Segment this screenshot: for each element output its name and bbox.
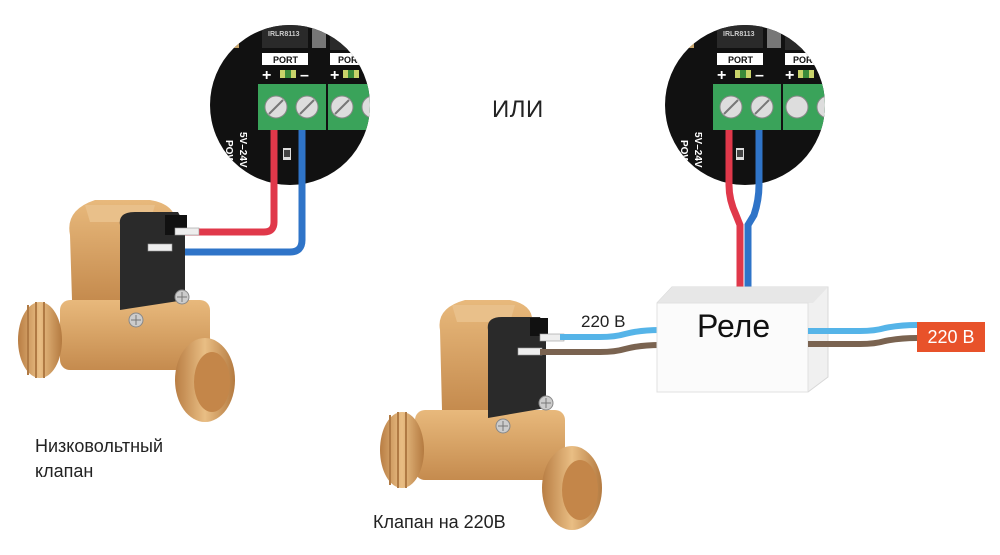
plus-sign: + bbox=[262, 67, 271, 84]
wire-red-right bbox=[725, 130, 744, 295]
mosfet-chip bbox=[717, 25, 763, 48]
or-label: ИЛИ bbox=[492, 96, 544, 123]
mosfet-chip bbox=[262, 25, 308, 48]
valve-coil bbox=[119, 212, 185, 310]
controller-board-left: IRLR8113 PORT PORT + – + bbox=[210, 25, 370, 185]
port-label-2: PORT bbox=[338, 55, 364, 65]
power-label: 5V–24V bbox=[237, 132, 248, 168]
power-label: 5V–24V bbox=[692, 132, 703, 168]
terminal-screw bbox=[750, 95, 774, 119]
wire-220-brown bbox=[540, 342, 661, 355]
wire-blue-right bbox=[744, 130, 763, 295]
port-label-bg bbox=[262, 53, 308, 65]
port-label-2: PORT bbox=[793, 55, 819, 65]
low-voltage-valve-caption: Низковольтный клапан bbox=[35, 434, 205, 484]
mains-220-text: 220 В bbox=[927, 326, 975, 347]
plus-sign-2: + bbox=[785, 67, 794, 84]
valve-220v bbox=[380, 300, 602, 530]
plus-sign: + bbox=[717, 67, 726, 84]
valve-220-caption: Клапан на 220В bbox=[373, 512, 506, 532]
port-label: PORT bbox=[273, 55, 299, 65]
chip-label: IRLR8113 bbox=[723, 31, 755, 38]
mosfet-chip-2 bbox=[330, 25, 370, 50]
minus-sign: – bbox=[755, 67, 764, 84]
wire-220-label: 220 В bbox=[581, 312, 626, 331]
terminal-screw bbox=[719, 95, 743, 119]
terminal-screw bbox=[295, 95, 319, 119]
mains-220-badge: 220 В bbox=[917, 322, 985, 352]
mains-wire-lightblue bbox=[808, 322, 918, 334]
controller-board-right: IRLR8113 PORT PORT + – + 5V–24V POW bbox=[665, 25, 825, 185]
wire-220-lightblue bbox=[560, 327, 661, 340]
mains-wire-brown bbox=[808, 335, 918, 347]
low-voltage-valve-label: Низковольтный клапан bbox=[35, 436, 164, 481]
low-voltage-valve bbox=[18, 200, 235, 422]
port-label: PORT bbox=[728, 55, 754, 65]
terminal-screw bbox=[264, 95, 288, 119]
relay-box bbox=[656, 286, 829, 393]
wire-red-left bbox=[180, 130, 278, 236]
chip-label: IRLR8113 bbox=[268, 31, 300, 38]
valve-coil bbox=[487, 317, 546, 418]
wire-blue-left bbox=[158, 130, 306, 256]
minus-sign: – bbox=[300, 67, 309, 84]
relay-label: Реле bbox=[697, 308, 771, 344]
power-label-2: POW bbox=[223, 140, 234, 164]
power-label-2: POW bbox=[678, 140, 689, 164]
terminal-screw bbox=[330, 95, 354, 119]
plus-sign-2: + bbox=[330, 67, 339, 84]
chip-side bbox=[312, 25, 326, 48]
